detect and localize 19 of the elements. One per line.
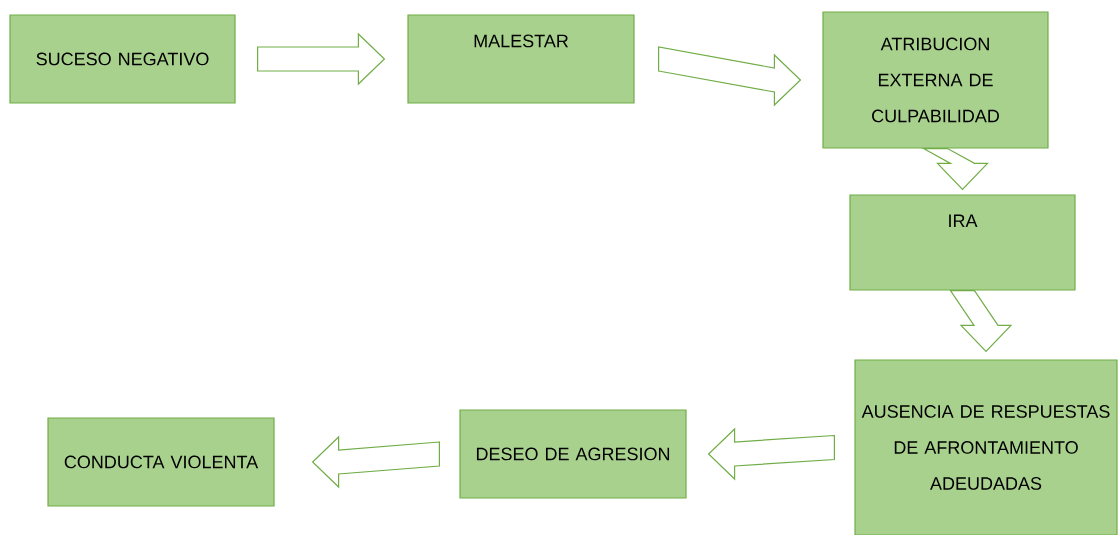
box-label: CONDUCTA VIOLENTA [64,455,259,469]
block-arrow [949,290,1013,353]
block-arrow [658,46,802,107]
process-box [822,11,1049,149]
box-label: DESEO DE AGRESION [476,447,670,461]
process-box [407,14,635,104]
process-box [854,359,1118,535]
process-box [47,417,275,507]
box-label: AUSENCIA DE RESPUESTAS DE AFRONTAMIENTO ADEUDADAS [861,405,1110,490]
process-box [459,409,687,499]
box-label: ATRIBUCION EXTERNA DE CULPABILIDAD [872,37,999,123]
block-arrow [707,427,835,481]
block-arrow [257,32,386,86]
box-label: MALESTAR [474,34,568,48]
process-box [9,14,236,104]
block-arrow [311,435,440,489]
box-label: IRA [949,214,978,227]
box-label: SUCESO NEGATIVO [36,52,209,66]
process-box [849,194,1076,291]
